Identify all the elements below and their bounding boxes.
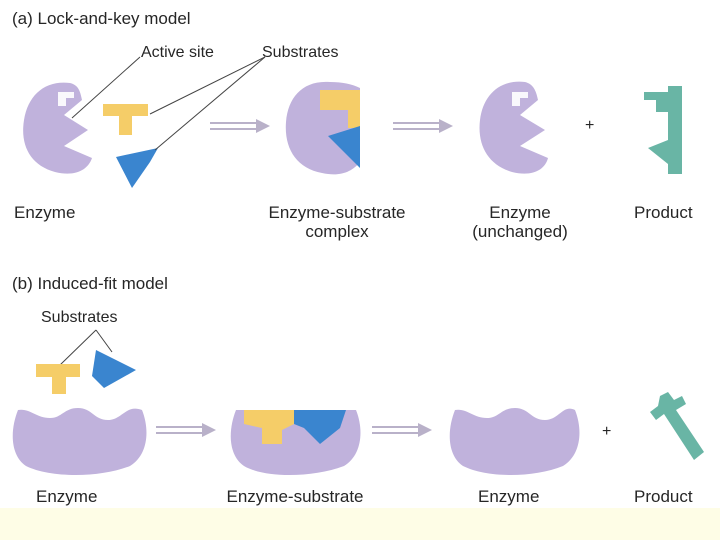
label-product-a: Product — [634, 203, 693, 222]
callout-line-substrates-b1 — [59, 329, 97, 366]
enzyme-shape-a — [23, 82, 92, 174]
plus-sign-b: + — [602, 423, 612, 440]
label-complex-a-line2: complex — [305, 222, 369, 241]
reaction-arrow-b1 — [156, 426, 204, 434]
reaction-arrow-b2 — [372, 426, 420, 434]
enzyme-shape-b — [12, 408, 147, 475]
enzyme-shape-unchanged-a — [479, 81, 548, 174]
arrowhead-b2 — [418, 423, 432, 437]
label-enzyme-unchanged-a: Enzyme (unchanged) — [450, 203, 590, 241]
yellow-substrate-b — [36, 364, 80, 394]
callout-line-active-site — [71, 56, 141, 119]
enzyme-shape-after-b — [449, 408, 580, 475]
arrowhead-b1 — [202, 423, 216, 437]
label-enzyme-b: Enzyme — [36, 487, 98, 506]
label-complex-b-line1: Enzyme-substrate — [226, 487, 364, 506]
active-site-notch-a — [58, 92, 74, 106]
label-enzyme-unchanged-a-line2: (unchanged) — [472, 222, 568, 241]
product-shape-a — [644, 86, 682, 174]
bottom-strip — [0, 508, 720, 540]
yellow-substrate-bound-a — [320, 90, 360, 128]
label-enzyme-unchanged-a-line1: Enzyme — [489, 203, 551, 222]
reaction-arrow-a1 — [210, 122, 258, 130]
plus-sign-a: + — [585, 117, 595, 134]
label-complex-a: Enzyme-substrate complex — [242, 203, 432, 241]
substrates-callout-a: Substrates — [262, 44, 339, 61]
callout-line-substrates-2 — [154, 56, 266, 151]
panel-b-title: (b) Induced-fit model — [12, 274, 168, 293]
blue-substrate-b — [92, 350, 136, 388]
panel-a-title: (a) Lock-and-key model — [12, 9, 191, 28]
arrowhead-a2 — [439, 119, 453, 133]
arrowhead-a1 — [256, 119, 270, 133]
callout-line-substrates-1 — [149, 56, 266, 115]
blue-substrate-a — [116, 148, 158, 188]
label-enzyme-after-b: Enzyme — [478, 487, 540, 506]
callout-line-substrates-b2 — [95, 329, 113, 353]
label-complex-a-line1: Enzyme-substrate — [268, 203, 406, 222]
blue-substrate-bound-a — [328, 126, 360, 168]
yellow-substrate-bound-b — [244, 410, 294, 444]
product-shape-b — [650, 392, 704, 460]
substrates-callout-b: Substrates — [41, 309, 118, 326]
blue-substrate-bound-b — [294, 410, 346, 444]
yellow-substrate-a — [103, 104, 148, 135]
label-product-b: Product — [634, 487, 693, 506]
label-enzyme-a: Enzyme — [14, 203, 76, 222]
active-site-callout: Active site — [141, 44, 214, 61]
reaction-arrow-a2 — [393, 122, 441, 130]
active-site-notch-unchanged-a — [512, 92, 528, 106]
